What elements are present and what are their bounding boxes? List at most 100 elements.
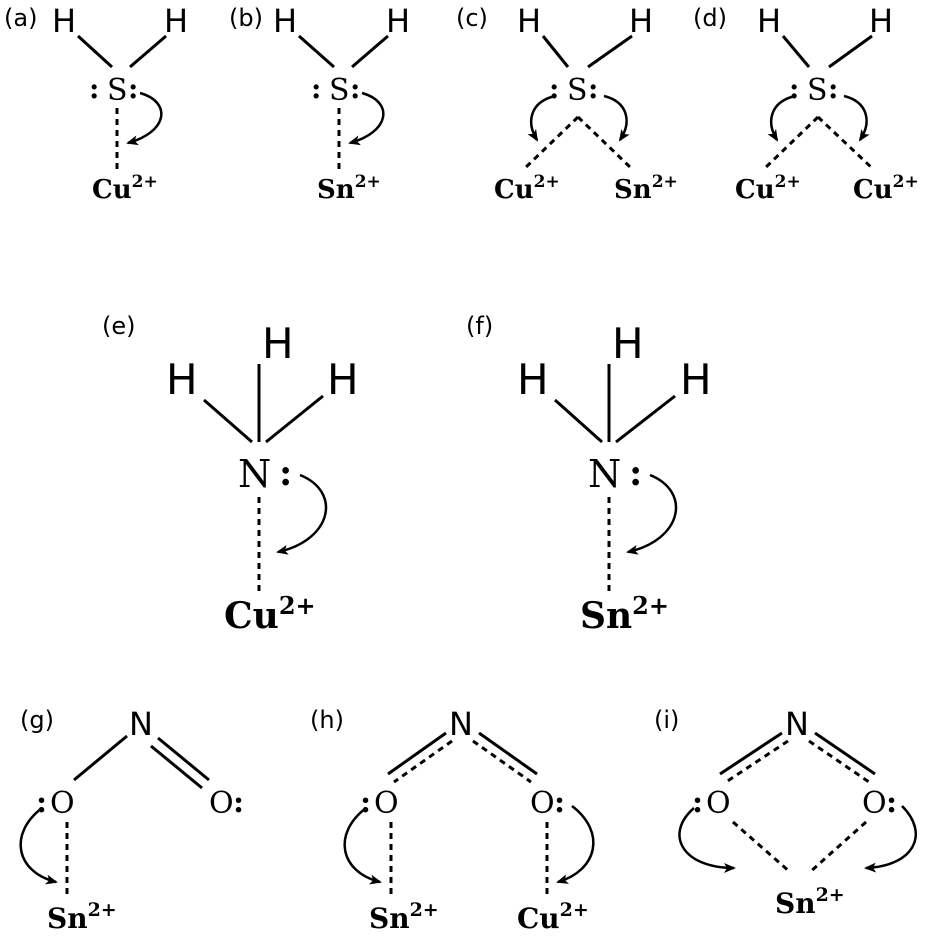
nitrogen-atom: N xyxy=(129,705,153,743)
panel-label: (c) xyxy=(456,4,488,32)
copper-ion: Cu2+ xyxy=(224,591,316,637)
panel-g: (g) N : O O : Sn2+ xyxy=(19,705,244,935)
oxygen-atom: O xyxy=(530,786,555,821)
panel-h: (h) N : O O : Sn2+ Cu2+ xyxy=(310,705,595,935)
electron-donation-arrow xyxy=(343,807,382,885)
electron-donation-arrow xyxy=(527,94,556,142)
hydrogen-atom: H xyxy=(52,2,76,40)
n-o-partial-bond xyxy=(472,739,532,784)
panel-label: (i) xyxy=(654,706,679,734)
n-o-bond xyxy=(478,731,538,776)
tin-ion: Sn2+ xyxy=(580,591,669,637)
electron-donation-arrow xyxy=(864,805,918,873)
s-h-bond xyxy=(781,35,811,68)
n-o-bond xyxy=(719,731,783,776)
s-h-bond xyxy=(828,34,873,69)
lone-pair: : xyxy=(629,452,642,494)
hydrogen-atom: H xyxy=(386,2,410,40)
tin-ion: Sn2+ xyxy=(317,172,381,205)
panel-label: (f) xyxy=(466,312,493,340)
nitrogen-atom: N xyxy=(449,705,473,743)
sulfur-atom: S xyxy=(807,73,828,108)
copper-ion: Cu2+ xyxy=(735,172,801,205)
lone-pair: : xyxy=(89,72,99,105)
n-o-partial-bond xyxy=(393,739,453,784)
s-h-bond xyxy=(587,34,633,69)
n-h-bond xyxy=(554,398,603,444)
electron-donation-arrow xyxy=(626,473,678,555)
n-o-bond xyxy=(73,734,128,782)
coordination-bond xyxy=(816,115,874,170)
lone-pair: : xyxy=(279,452,292,494)
s-h-bond xyxy=(298,34,335,69)
coordination-bond xyxy=(732,820,791,874)
oxygen-atom: O xyxy=(50,786,75,821)
hydrogen-atom: H xyxy=(166,355,198,404)
lone-pair: : xyxy=(789,72,799,105)
s-h-bond xyxy=(541,35,570,68)
panel-c: (c) H H S : : Cu2+ Sn2+ xyxy=(456,2,678,205)
tin-ion: Sn2+ xyxy=(47,899,117,935)
lone-pair: : xyxy=(350,72,360,105)
hydrogen-atom: H xyxy=(612,319,644,368)
panel-label: (h) xyxy=(310,706,344,734)
nitrogen-atom: N xyxy=(785,705,809,743)
nitrogen-atom: N xyxy=(238,452,271,496)
panel-label: (g) xyxy=(20,706,54,734)
copper-ion: Cu2+ xyxy=(92,172,158,205)
oxygen-atom: O xyxy=(374,786,399,821)
hydrogen-atom: H xyxy=(629,2,653,40)
hydrogen-atom: H xyxy=(517,355,549,404)
oxygen-atom: O xyxy=(209,786,234,821)
n-o-double-bond xyxy=(157,736,210,782)
n-h-bond xyxy=(615,394,676,444)
n-o-bond xyxy=(387,731,447,776)
oxygen-atom: O xyxy=(862,786,887,821)
coordination-bond xyxy=(523,115,580,170)
s-h-bond xyxy=(351,34,389,69)
oxygen-atom: O xyxy=(706,786,731,821)
lone-pair: : xyxy=(549,72,559,105)
sulfur-atom: S xyxy=(329,73,350,108)
lone-pair: : xyxy=(233,785,244,820)
lone-pair: : xyxy=(828,72,838,105)
lone-pair: : xyxy=(554,785,565,820)
n-h-bond xyxy=(203,398,253,444)
electron-donation-arrow xyxy=(843,94,870,142)
panel-d: (d) H H S : : Cu2+ Cu2+ xyxy=(693,2,919,205)
s-h-bond xyxy=(129,34,167,69)
lone-pair: : xyxy=(128,72,138,105)
electron-donation-arrow xyxy=(19,807,58,885)
electron-donation-arrow xyxy=(678,807,736,873)
electron-donation-arrow xyxy=(603,94,630,142)
panel-label: (d) xyxy=(693,4,727,32)
panel-i: (i) N : O O : Sn2+ xyxy=(654,705,918,920)
hydrogen-atom: H xyxy=(757,2,781,40)
n-o-bond xyxy=(814,731,876,776)
hydrogen-atom: H xyxy=(869,2,893,40)
lone-pair: : xyxy=(886,785,897,820)
hydrogen-atom: H xyxy=(164,2,188,40)
electron-donation-arrow xyxy=(348,91,385,146)
hydrogen-atom: H xyxy=(273,2,297,40)
s-h-bond xyxy=(76,34,114,69)
copper-ion: Cu2+ xyxy=(494,172,560,205)
n-h-bond xyxy=(265,394,324,444)
n-o-double-bond xyxy=(150,744,203,790)
hydrogen-atom: H xyxy=(262,319,294,368)
lone-pair: : xyxy=(36,785,47,820)
n-o-partial-bond xyxy=(725,739,789,784)
panel-f: (f) H H H N : Sn2+ xyxy=(466,312,712,637)
lone-pair: : xyxy=(588,72,598,105)
electron-donation-arrow xyxy=(126,91,163,146)
tin-ion: Sn2+ xyxy=(614,172,678,205)
copper-ion: Cu2+ xyxy=(517,899,589,935)
hydrogen-atom: H xyxy=(517,2,541,40)
coordination-bond xyxy=(763,115,820,170)
panel-e: (e) H H H N : Cu2+ xyxy=(102,312,359,637)
hydrogen-atom: H xyxy=(680,355,712,404)
lone-pair: : xyxy=(692,785,703,820)
panel-label: (a) xyxy=(4,4,37,32)
coordination-bond xyxy=(576,115,633,170)
